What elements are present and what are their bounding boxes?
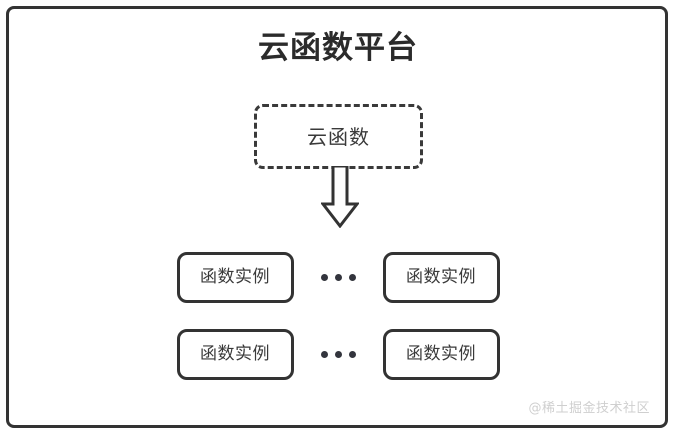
ellipsis-dot [334,351,342,358]
function-instance-box: 函数实例 [382,252,500,303]
function-instance-label: 函数实例 [200,344,270,364]
down-arrow-icon [321,166,359,228]
ellipsis-dot [348,351,356,358]
page-title: 云函数平台 [258,30,418,66]
instance-row-2: 函数实例 函数实例 [0,329,676,380]
function-instance-box: 函数实例 [382,329,500,380]
function-instance-box: 函数实例 [176,329,294,380]
function-instance-box: 函数实例 [176,252,294,303]
ellipsis-icon [294,329,383,380]
function-instance-label: 函数实例 [200,267,270,287]
ellipsis-dot [320,274,328,281]
instance-row-1: 函数实例 函数实例 [0,252,676,303]
ellipsis-dot [320,351,328,358]
cloud-function-box: 云函数 [254,104,423,169]
ellipsis-icon [294,252,383,303]
ellipsis-dot [334,274,342,281]
cloud-function-label: 云函数 [307,124,370,149]
function-instance-label: 函数实例 [406,344,476,364]
function-instance-label: 函数实例 [406,267,476,287]
watermark: @稀土掘金技术社区 [528,401,650,416]
ellipsis-dot [348,274,356,281]
